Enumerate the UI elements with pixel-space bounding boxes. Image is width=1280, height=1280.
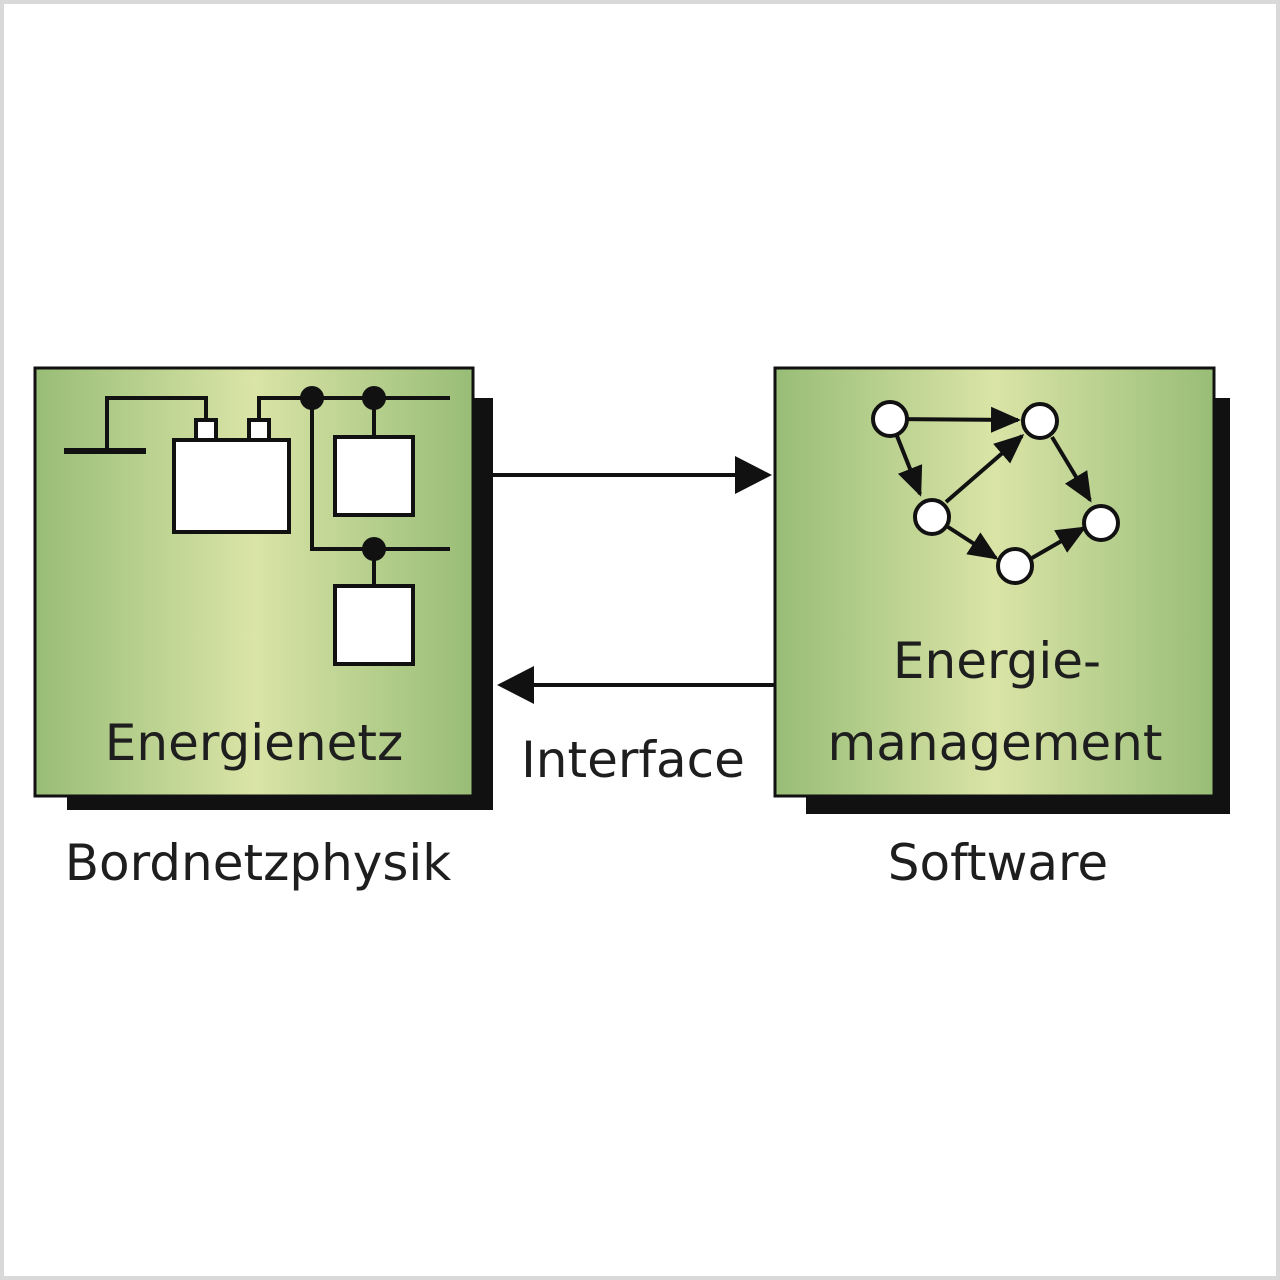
wire-lower-bus [310, 398, 450, 551]
graph-edge-5 [946, 525, 999, 560]
left-caption: Bordnetzphysik [65, 834, 452, 892]
arrow-to-software-head [735, 456, 772, 494]
graph-edge-1 [889, 406, 1021, 433]
graph-node-1 [871, 400, 909, 438]
battery-terminal-right [247, 418, 271, 442]
junction-dot-1 [300, 386, 324, 410]
battery-terminal-left [194, 418, 218, 442]
junction-dot-3 [362, 537, 386, 561]
interface-connectors: Interface [493, 456, 775, 789]
right-box-title-line1: Energie- [893, 632, 1101, 690]
right-box: Energie- management [773, 366, 1230, 814]
circuit-schematic [64, 396, 450, 666]
graph-node-3 [913, 498, 951, 536]
arrow-to-physics-head [497, 666, 534, 704]
state-graph [889, 406, 1092, 560]
wire-main-bus [257, 396, 450, 420]
interface-label: Interface [521, 731, 745, 789]
right-box-title-line2: management [828, 714, 1163, 772]
graph-edge-4 [1050, 435, 1092, 503]
load-block-1 [333, 435, 415, 517]
graph-node-4 [1082, 504, 1120, 542]
battery-block [172, 438, 291, 534]
graph-node-2 [1021, 402, 1059, 440]
left-box: Energienetz [33, 366, 493, 810]
graph-edge-2 [895, 435, 923, 497]
left-box-title: Energienetz [105, 714, 403, 772]
graph-node-5 [996, 547, 1034, 585]
graph-nodes [871, 400, 1120, 585]
load-block-2 [333, 584, 415, 666]
graph-edge-6 [1031, 526, 1087, 560]
junction-dot-2 [362, 386, 386, 410]
graph-edge-3 [944, 434, 1025, 504]
wire-left-terminal [105, 396, 208, 451]
right-caption: Software [888, 834, 1108, 892]
